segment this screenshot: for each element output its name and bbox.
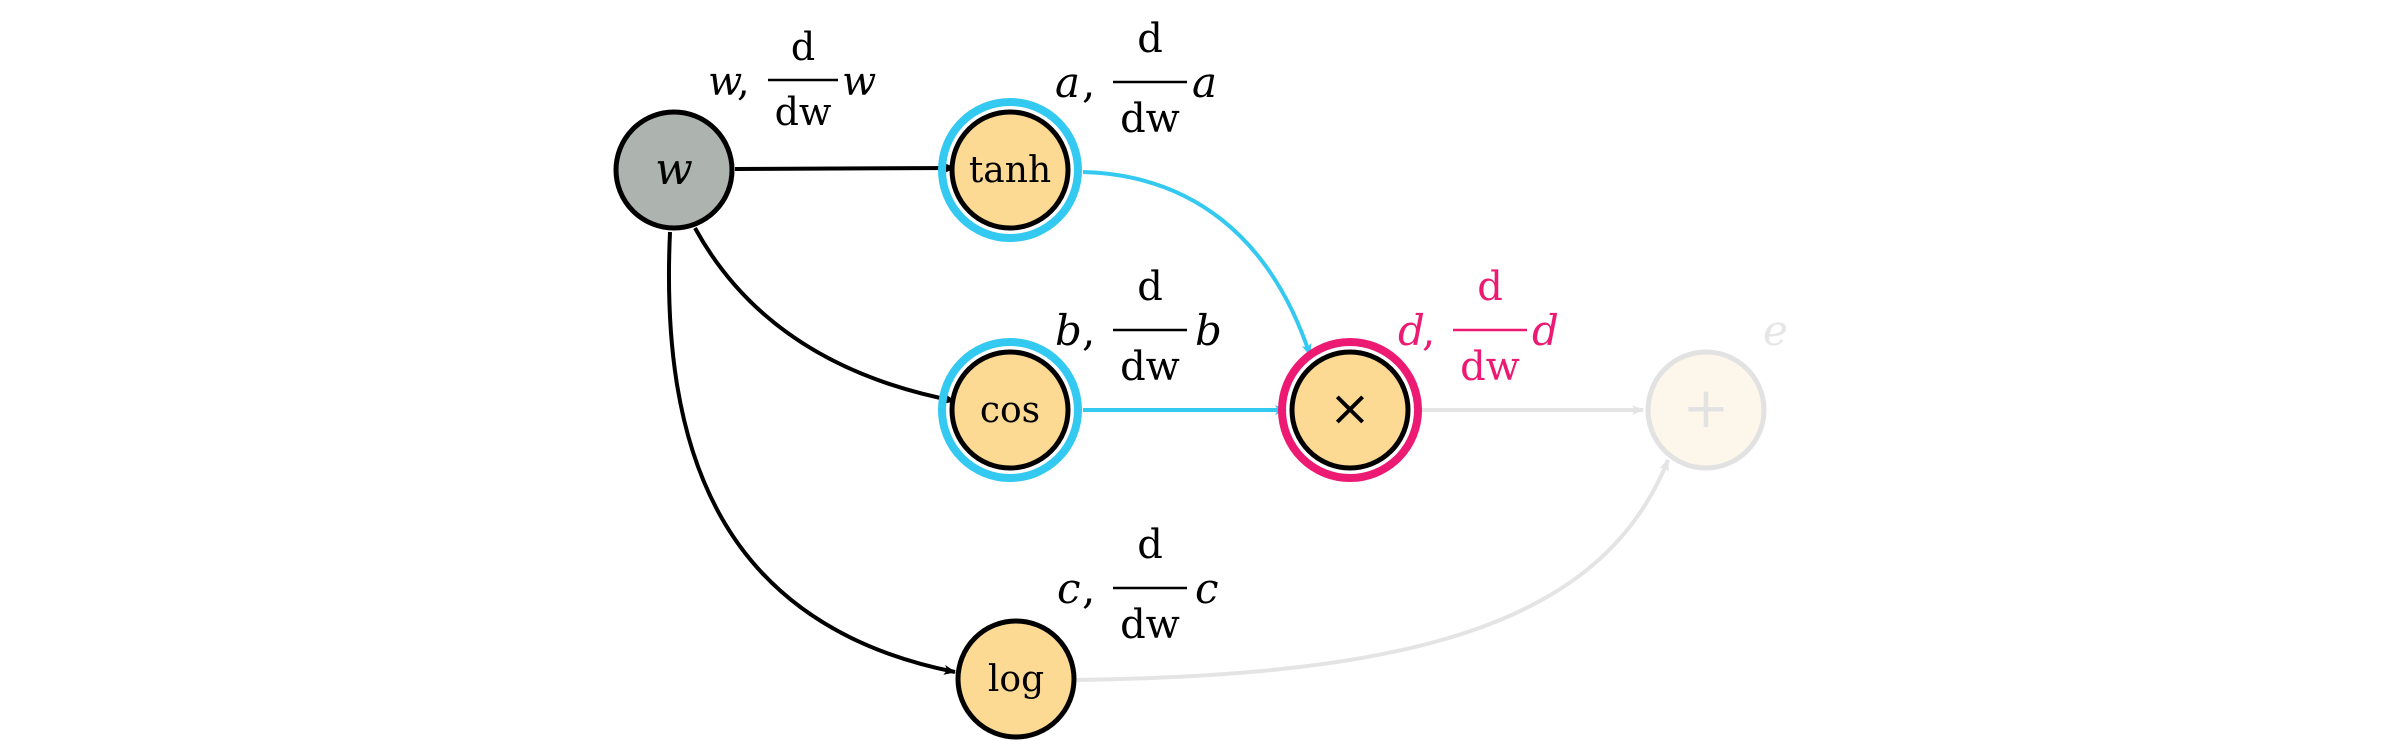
annotation-b-comma: , xyxy=(1082,306,1095,355)
annotation-d-var: d xyxy=(1398,306,1425,355)
annotation-a-var: a xyxy=(1055,58,1080,107)
node-log-symbol: log xyxy=(988,659,1044,700)
annotation-w-comma: , xyxy=(737,59,750,105)
annotation-a: a , d dw a xyxy=(1055,16,1217,142)
node-add: + xyxy=(1645,349,1767,471)
annotation-a-suffix: a xyxy=(1192,58,1217,107)
annotation-b-var: b xyxy=(1055,306,1082,355)
node-mul-circle xyxy=(1289,349,1411,471)
node-log: log xyxy=(955,618,1077,740)
node-tanh-circle xyxy=(949,109,1071,231)
annotation-w-frac-den: dw xyxy=(775,90,832,134)
annotation-b: b , d dw b xyxy=(1055,264,1222,390)
node-mul-symbol: × xyxy=(1329,379,1371,437)
node-w-symbol: w xyxy=(655,144,693,195)
annotation-c-comma: , xyxy=(1082,564,1095,613)
node-cos: cos xyxy=(938,338,1082,482)
node-mul: × xyxy=(1278,338,1422,482)
node-tanh-ring xyxy=(938,98,1082,242)
annotation-c: c , d dw c xyxy=(1057,522,1219,648)
annotation-b-frac-den: dw xyxy=(1120,344,1180,390)
annotation-w: w , d dw w xyxy=(708,25,876,134)
node-add-circle xyxy=(1645,349,1767,471)
annotation-c-frac-num: d xyxy=(1137,522,1163,568)
annotation-a-comma: , xyxy=(1082,58,1095,107)
annotation-w-frac-num: d xyxy=(791,25,815,69)
edge-log-add xyxy=(1076,459,1670,682)
annotation-d: d , d dw d xyxy=(1398,264,1559,390)
annotation-e-var: e xyxy=(1763,306,1788,355)
node-tanh: tanh xyxy=(938,98,1082,242)
annotation-w-var: w xyxy=(708,59,742,105)
edge-tanh-mul xyxy=(1082,170,1312,356)
edge-w-log xyxy=(666,231,956,675)
annotation-d-frac-den: dw xyxy=(1460,344,1520,390)
annotation-c-var: c xyxy=(1057,564,1081,613)
annotation-d-frac-num: d xyxy=(1477,264,1503,310)
node-cos-symbol: cos xyxy=(980,390,1040,431)
annotation-b-suffix: b xyxy=(1195,306,1222,355)
node-cos-circle xyxy=(949,349,1071,471)
node-log-circle xyxy=(955,618,1077,740)
node-add-symbol: + xyxy=(1683,376,1730,441)
annotation-b-frac-num: d xyxy=(1137,264,1163,310)
annotation-e: e xyxy=(1763,306,1788,355)
annotation-c-suffix: c xyxy=(1195,564,1219,613)
node-w-circle xyxy=(613,109,735,231)
node-cos-ring xyxy=(938,338,1082,482)
annotation-a-frac-num: d xyxy=(1137,16,1163,62)
annotation-d-comma: , xyxy=(1422,306,1435,355)
annotation-w-suffix: w xyxy=(842,59,876,105)
node-mul-ring xyxy=(1278,338,1422,482)
annotation-a-frac-den: dw xyxy=(1120,96,1180,142)
annotation-c-frac-den: dw xyxy=(1120,602,1180,648)
edge-w-tanh xyxy=(734,163,956,174)
node-w: w xyxy=(613,109,735,231)
annotation-d-suffix: d xyxy=(1532,306,1559,355)
node-tanh-symbol: tanh xyxy=(969,150,1051,191)
edge-w-cos xyxy=(693,227,956,404)
